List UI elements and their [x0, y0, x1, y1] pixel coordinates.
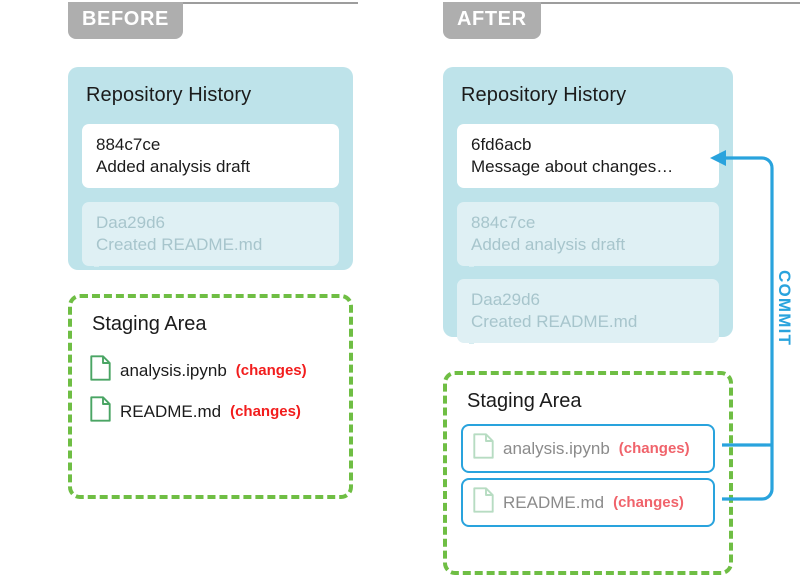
after-commit-0-message: Message about changes…: [471, 156, 674, 176]
commit-arrow-path: [710, 150, 774, 501]
after-file-0-badge: (changes): [618, 440, 690, 457]
before-staging-area: Staging Area analysis.ipynb (changes) RE…: [68, 294, 353, 499]
before-tab-rule: [68, 2, 358, 4]
after-file-1-name: README.md: [503, 492, 605, 512]
after-tab-rule: [443, 2, 800, 4]
after-commit-0-hash: 6fd6acb: [471, 135, 532, 154]
before-commit-0-message: Added analysis draft: [96, 156, 251, 176]
before-file-1-name: README.md: [120, 401, 222, 421]
after-staging-title: Staging Area: [467, 390, 582, 412]
before-file-0-badge: (changes): [235, 362, 307, 379]
after-file-1-badge: (changes): [613, 494, 684, 511]
after-file-0-name: analysis.ipynb: [503, 438, 610, 458]
after-commit-2-hash: Daa29d6: [471, 290, 541, 309]
before-repository-title: Repository History: [86, 84, 252, 106]
file-document-icon: [90, 355, 111, 386]
before-commit-1: Daa29d6 Created README.md: [82, 202, 339, 266]
before-file-row-0: analysis.ipynb (changes): [90, 355, 307, 386]
before-staging-title: Staging Area: [92, 313, 207, 335]
before-commit-1-message: Created README.md: [96, 234, 263, 254]
before-commit-0: 884c7ce Added analysis draft: [82, 124, 339, 188]
file-document-icon: [90, 396, 111, 427]
before-tab-label: BEFORE: [68, 2, 183, 39]
file-document-icon: [473, 433, 494, 464]
before-commit-0-hash: 884c7ce: [96, 135, 161, 154]
after-repository-title: Repository History: [461, 84, 627, 106]
before-file-1-badge: (changes): [230, 403, 301, 420]
before-file-row-1: README.md (changes): [90, 396, 301, 427]
after-commit-0: 6fd6acb Message about changes…: [457, 124, 719, 188]
after-commit-1-message: Added analysis draft: [471, 234, 626, 254]
after-file-row-1[interactable]: README.md (changes): [461, 478, 715, 527]
after-staging-area: Staging Area analysis.ipynb (changes) RE…: [443, 371, 733, 575]
after-tab-label: AFTER: [443, 2, 541, 39]
after-commit-1: 884c7ce Added analysis draft: [457, 202, 719, 266]
after-commit-2-message: Created README.md: [471, 311, 638, 331]
file-document-icon: [473, 487, 494, 518]
before-commit-1-hash: Daa29d6: [96, 213, 166, 232]
before-repository-panel: Repository History 884c7ce Added analysi…: [68, 67, 353, 270]
after-commit-1-hash: 884c7ce: [471, 213, 536, 232]
after-commit-2: Daa29d6 Created README.md: [457, 279, 719, 343]
after-file-row-0[interactable]: analysis.ipynb (changes): [461, 424, 715, 473]
commit-annotation-label: COMMIT: [775, 270, 794, 347]
after-repository-panel: Repository History 6fd6acb Message about…: [443, 67, 733, 344]
before-file-0-name: analysis.ipynb: [120, 360, 227, 380]
